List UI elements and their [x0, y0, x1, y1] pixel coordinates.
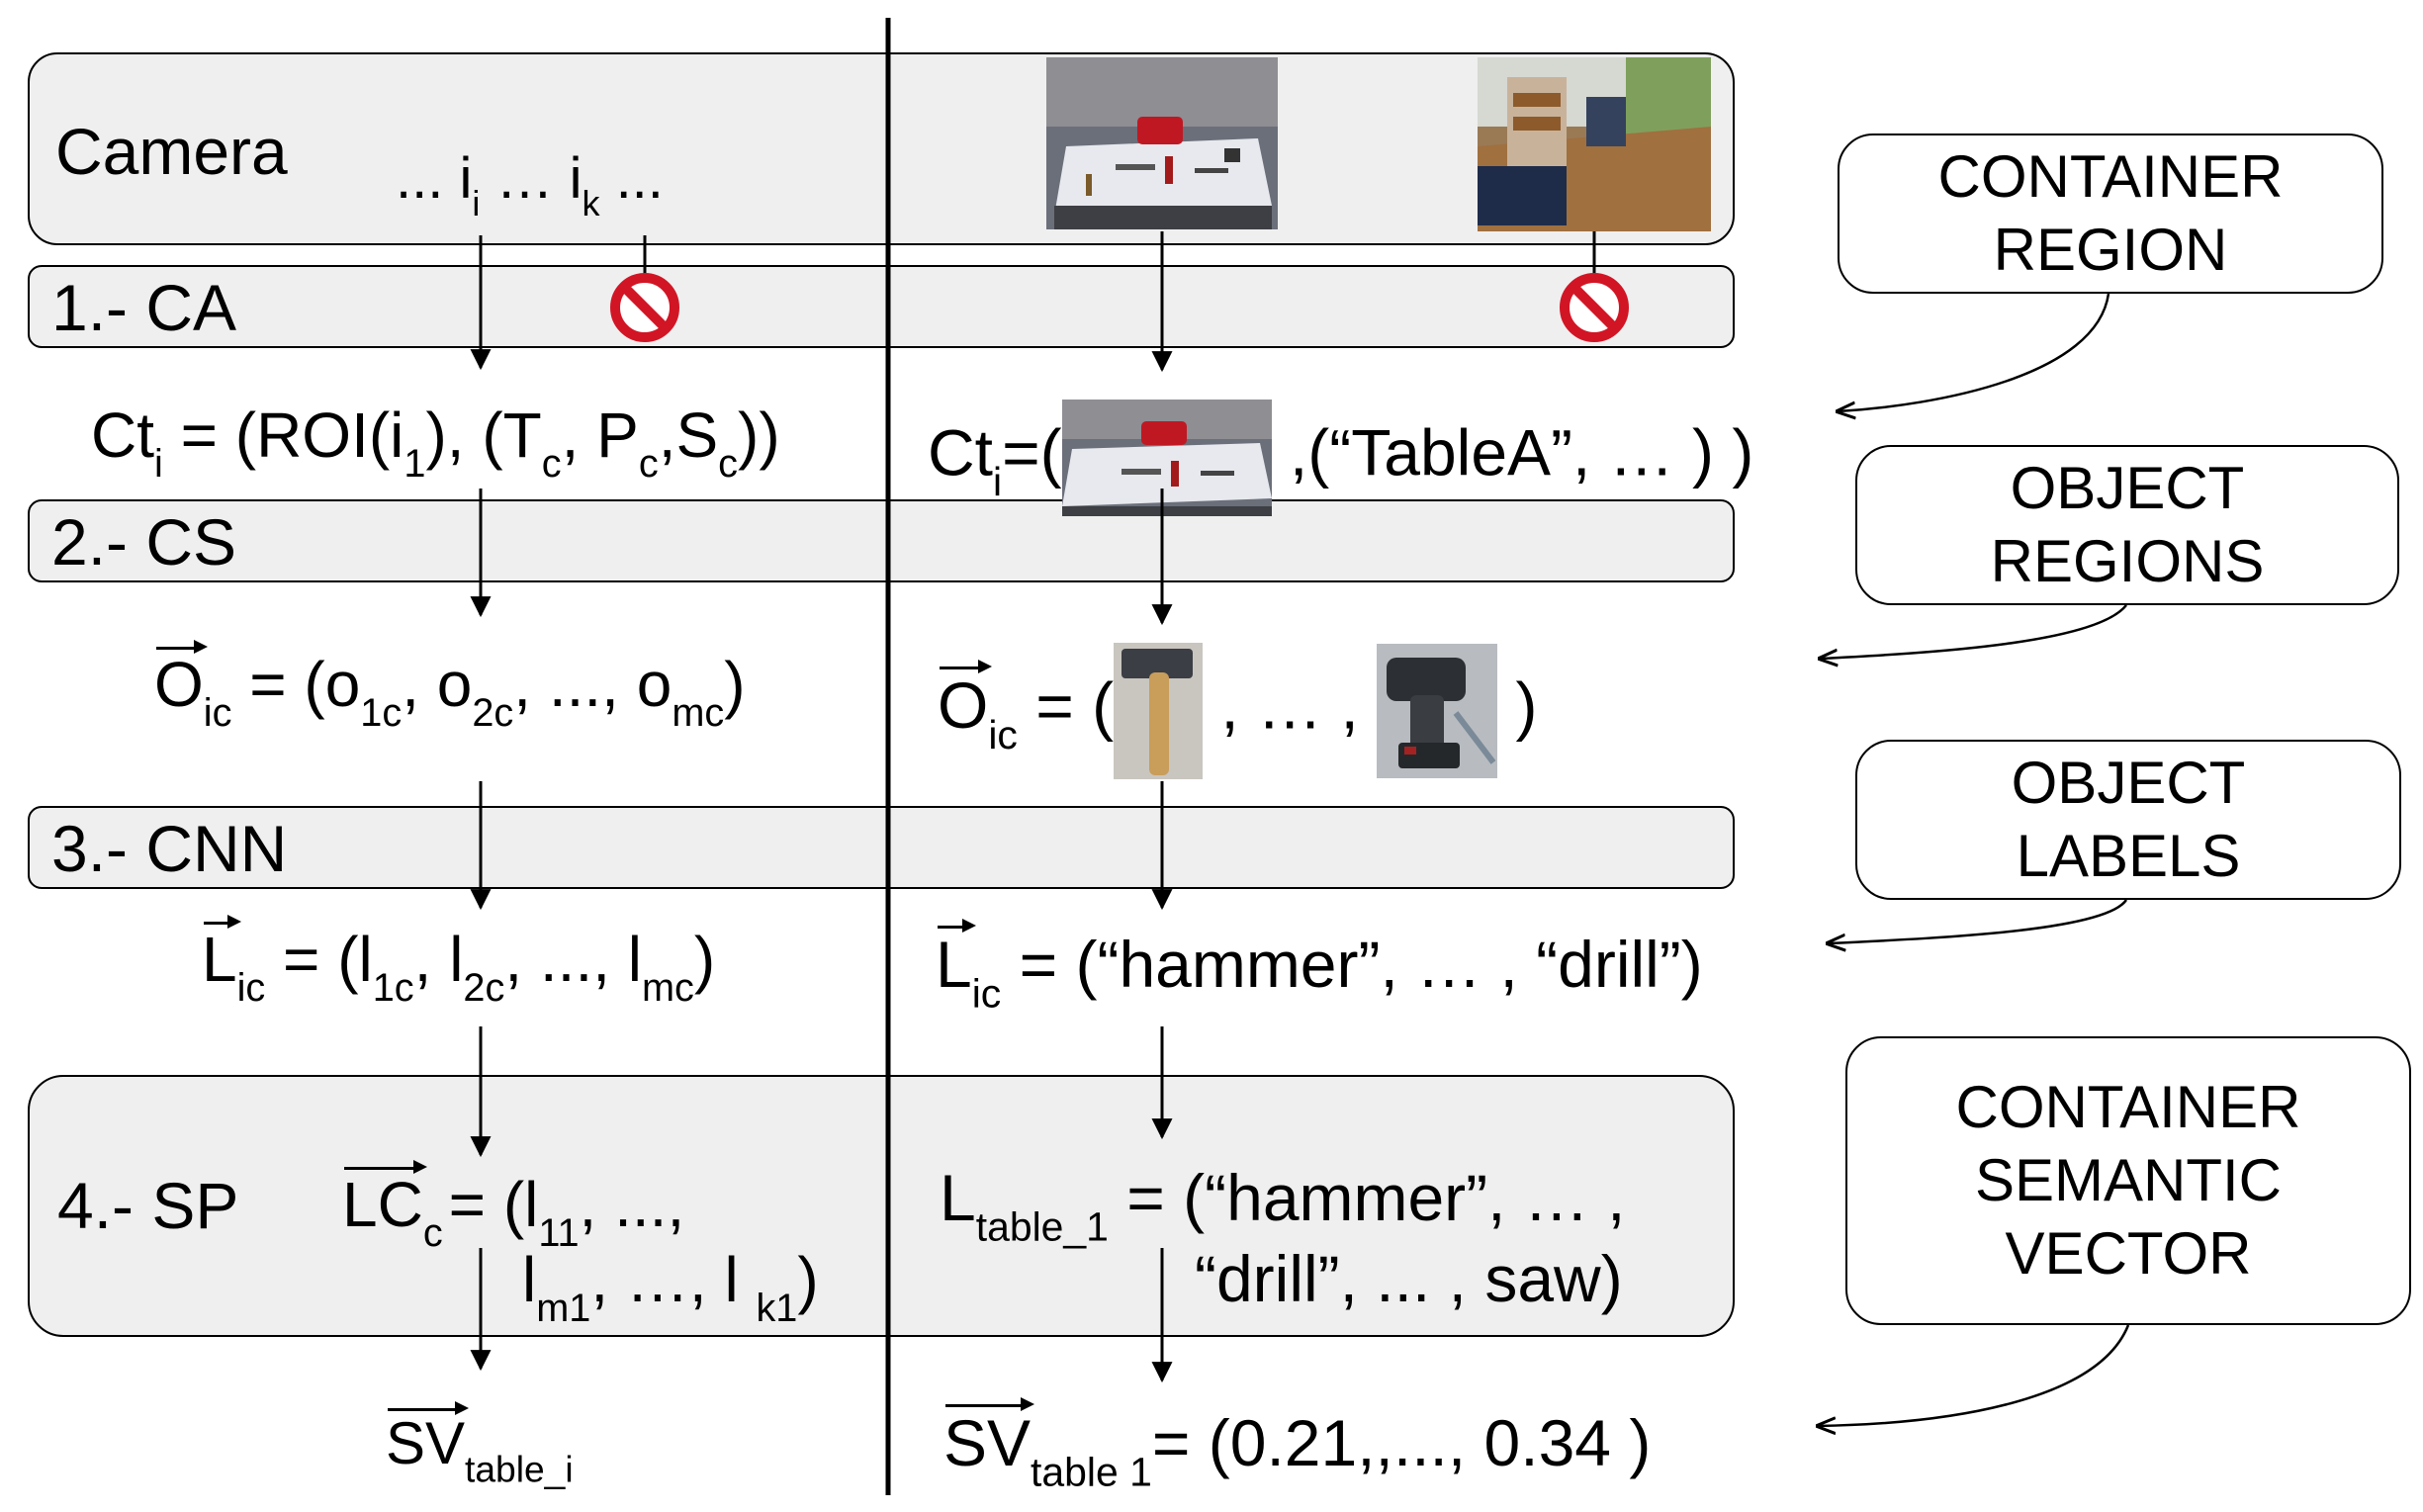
camera-frame-table-photo	[1046, 57, 1278, 229]
container-region-photo	[1061, 400, 1272, 516]
left-semantic-vector: SVtable_i	[386, 1401, 574, 1490]
container-region-callout: CONTAINER REGION	[1838, 133, 2383, 294]
sp-band	[28, 1075, 1735, 1337]
right-lt-formula-line2: “drill”, ... , saw)	[1195, 1242, 1623, 1315]
camera-label: Camera	[55, 115, 288, 188]
cs-label: 2.- CS	[51, 505, 237, 578]
object-regions-callout: OBJECT REGIONS	[1855, 445, 2399, 605]
sp-label: 4.- SP	[57, 1169, 239, 1242]
semantic-vector-callout: CONTAINER SEMANTIC VECTOR	[1845, 1036, 2411, 1325]
no-entry-icon	[610, 273, 679, 342]
camera-band	[28, 52, 1735, 245]
left-ct-formula: Cti = (ROI(i1), (Tc, Pc,Sc))	[91, 400, 780, 486]
camera-frame-room-photo	[1478, 57, 1711, 231]
left-lc-formula-line1: LCc= (l11, ...,	[342, 1160, 685, 1255]
no-entry-icon	[1560, 273, 1629, 342]
cnn-band	[28, 806, 1735, 889]
left-object-vector: Oic = (o1c, o2c, ..., omc)	[154, 640, 746, 735]
cs-band	[28, 499, 1735, 582]
left-lc-formula-line2: lm1, …, l k1)	[522, 1244, 819, 1330]
object-labels-pointer	[1828, 899, 2128, 943]
semantic-vector-pointer	[1818, 1324, 2130, 1426]
right-semantic-vector: SVtable 1= (0.21,,..., 0.34 )	[943, 1397, 1652, 1495]
right-label-vector: Lic = (“hammer”, … , “drill”)	[936, 919, 1703, 1017]
ca-band	[28, 265, 1735, 348]
hammer-region-photo	[1114, 643, 1204, 779]
object-regions-pointer	[1820, 604, 2127, 659]
right-lt-formula-line1: Ltable_1 = (“hammer”, … ,	[940, 1161, 1626, 1250]
object-labels-callout: OBJECT LABELS	[1855, 740, 2401, 900]
right-ct-formula: Cti=( ,(“TableA”, … ) )	[928, 400, 1753, 516]
right-object-vector: Oic = ( , … , )	[938, 643, 1537, 779]
left-label-vector: Lic = (l1c, l2c, ..., lmc)	[202, 915, 716, 1010]
drill-region-photo	[1377, 644, 1498, 778]
container-region-pointer	[1838, 293, 2110, 411]
camera-frame-sequence: ... ii … ik ...	[396, 146, 664, 223]
ca-label: 1.- CA	[51, 271, 237, 344]
cnn-label: 3.- CNN	[51, 812, 288, 885]
